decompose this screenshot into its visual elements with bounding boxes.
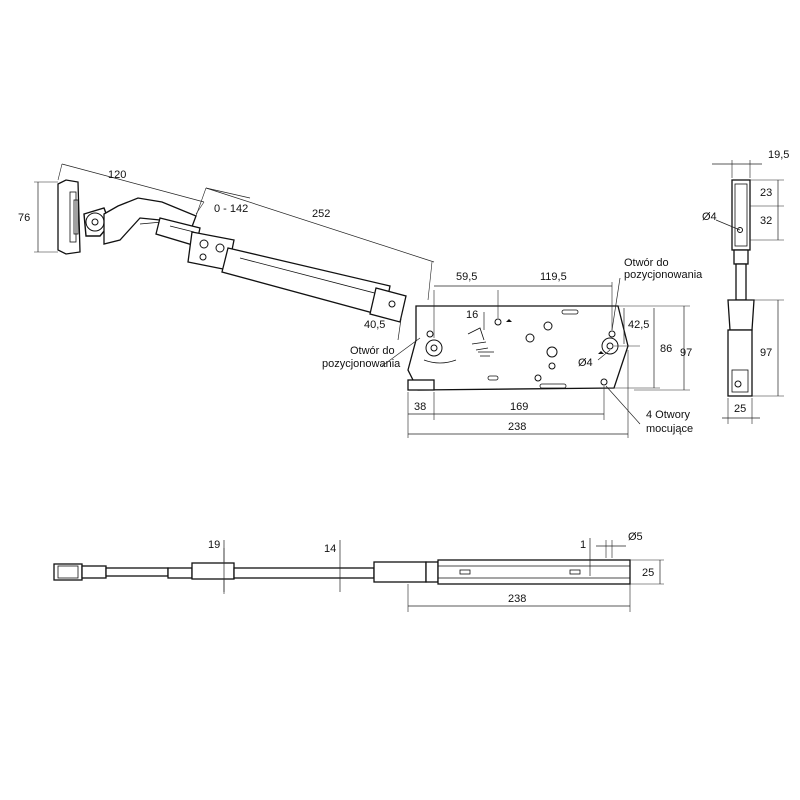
dim-59-5: 59,5 <box>433 271 499 338</box>
dim-97-side: 97 <box>752 299 784 397</box>
dim-120-label: 120 <box>108 169 126 181</box>
dim-23: 23 <box>750 179 784 207</box>
dim-side-hole-4-label: Ø4 <box>702 211 717 223</box>
dim-25-side: 25 <box>722 398 760 424</box>
dim-42-5: 42,5 <box>614 305 660 347</box>
dim-97-main-label: 97 <box>680 347 692 359</box>
dim-119-5: 119,5 <box>498 271 613 330</box>
dim-40-5: 40,5 <box>364 311 403 341</box>
dim-19-label: 19 <box>208 539 220 551</box>
dim-38: 38 <box>407 392 435 438</box>
dim-238-bottom-label: 238 <box>508 593 526 605</box>
dim-86-label: 86 <box>660 343 672 355</box>
dim-side-hole-4: Ø4 <box>702 211 741 231</box>
long-arm <box>221 247 391 317</box>
dim-252: 252 <box>205 187 435 301</box>
arm-end-block <box>369 287 407 323</box>
dim-119-5-label: 119,5 <box>540 271 567 283</box>
dim-1-label: 1 <box>580 539 586 551</box>
dim-120: 120 <box>57 163 205 215</box>
dim-23-label: 23 <box>760 187 772 199</box>
dim-76: 76 <box>18 181 58 253</box>
callout-left-positioning-hole: Otwór do pozycjonowania <box>322 337 421 370</box>
dim-169: 169 <box>434 386 605 420</box>
dim-59-5-label: 59,5 <box>456 271 477 283</box>
dim-hole-4: Ø4 <box>578 349 611 369</box>
dim-238-top-label: 238 <box>508 421 526 433</box>
dim-hole-4-label: Ø4 <box>578 357 593 369</box>
dim-97-main: 97 <box>634 305 692 391</box>
callout-right-line1: Otwór do <box>624 257 669 269</box>
dim-238-bottom: 238 <box>407 584 631 612</box>
dim-97-side-label: 97 <box>760 347 772 359</box>
front-view: 120 76 0 - 142 252 40,5 59,5 <box>18 163 703 438</box>
callout-left-line1: Otwór do <box>350 345 395 357</box>
dim-19-5-label: 19,5 <box>768 149 789 161</box>
callout-right-positioning-hole: Otwór do pozycjonowania <box>611 257 703 331</box>
dim-252-label: 252 <box>312 208 330 220</box>
side-view: 19,5 23 32 Ø4 97 25 <box>702 149 789 424</box>
dim-5-label: Ø5 <box>628 531 643 543</box>
dim-238-top: 238 <box>408 350 629 438</box>
mechanism-plate <box>407 305 629 391</box>
front-bracket <box>57 179 111 255</box>
dim-0-142-label: 0 - 142 <box>214 203 248 215</box>
dim-16-label: 16 <box>466 309 478 321</box>
callout-mount-line1: 4 Otwory <box>646 409 691 421</box>
callout-left-line2: pozycjonowania <box>322 358 401 370</box>
dim-32-label: 32 <box>760 215 772 227</box>
dim-38-label: 38 <box>414 401 426 413</box>
callout-right-line2: pozycjonowania <box>624 269 703 281</box>
dim-76-label: 76 <box>18 212 30 224</box>
callout-mounting-holes: 4 Otwory mocujące <box>605 385 693 435</box>
dim-25-side-label: 25 <box>734 403 746 415</box>
dim-25-bottom: 25 <box>630 559 664 585</box>
dim-19: 19 <box>208 539 225 594</box>
callout-mount-line2: mocujące <box>646 423 693 435</box>
dim-14: 14 <box>324 540 341 592</box>
dim-14-label: 14 <box>324 543 336 555</box>
dim-86: 86 <box>614 308 672 389</box>
dim-5: Ø5 <box>596 531 643 558</box>
dim-0-142: 0 - 142 <box>195 187 251 217</box>
dim-40-5-label: 40,5 <box>364 319 385 331</box>
dim-42-5-label: 42,5 <box>628 319 649 331</box>
dim-1: 1 <box>580 538 591 576</box>
dim-32: 32 <box>750 206 784 241</box>
bottom-view: 19 14 1 Ø5 25 238 <box>53 531 664 612</box>
dim-16: 16 <box>466 309 485 330</box>
dim-169-label: 169 <box>510 401 528 413</box>
dim-19-5: 19,5 <box>712 149 789 178</box>
dim-25-bottom-label: 25 <box>642 567 654 579</box>
